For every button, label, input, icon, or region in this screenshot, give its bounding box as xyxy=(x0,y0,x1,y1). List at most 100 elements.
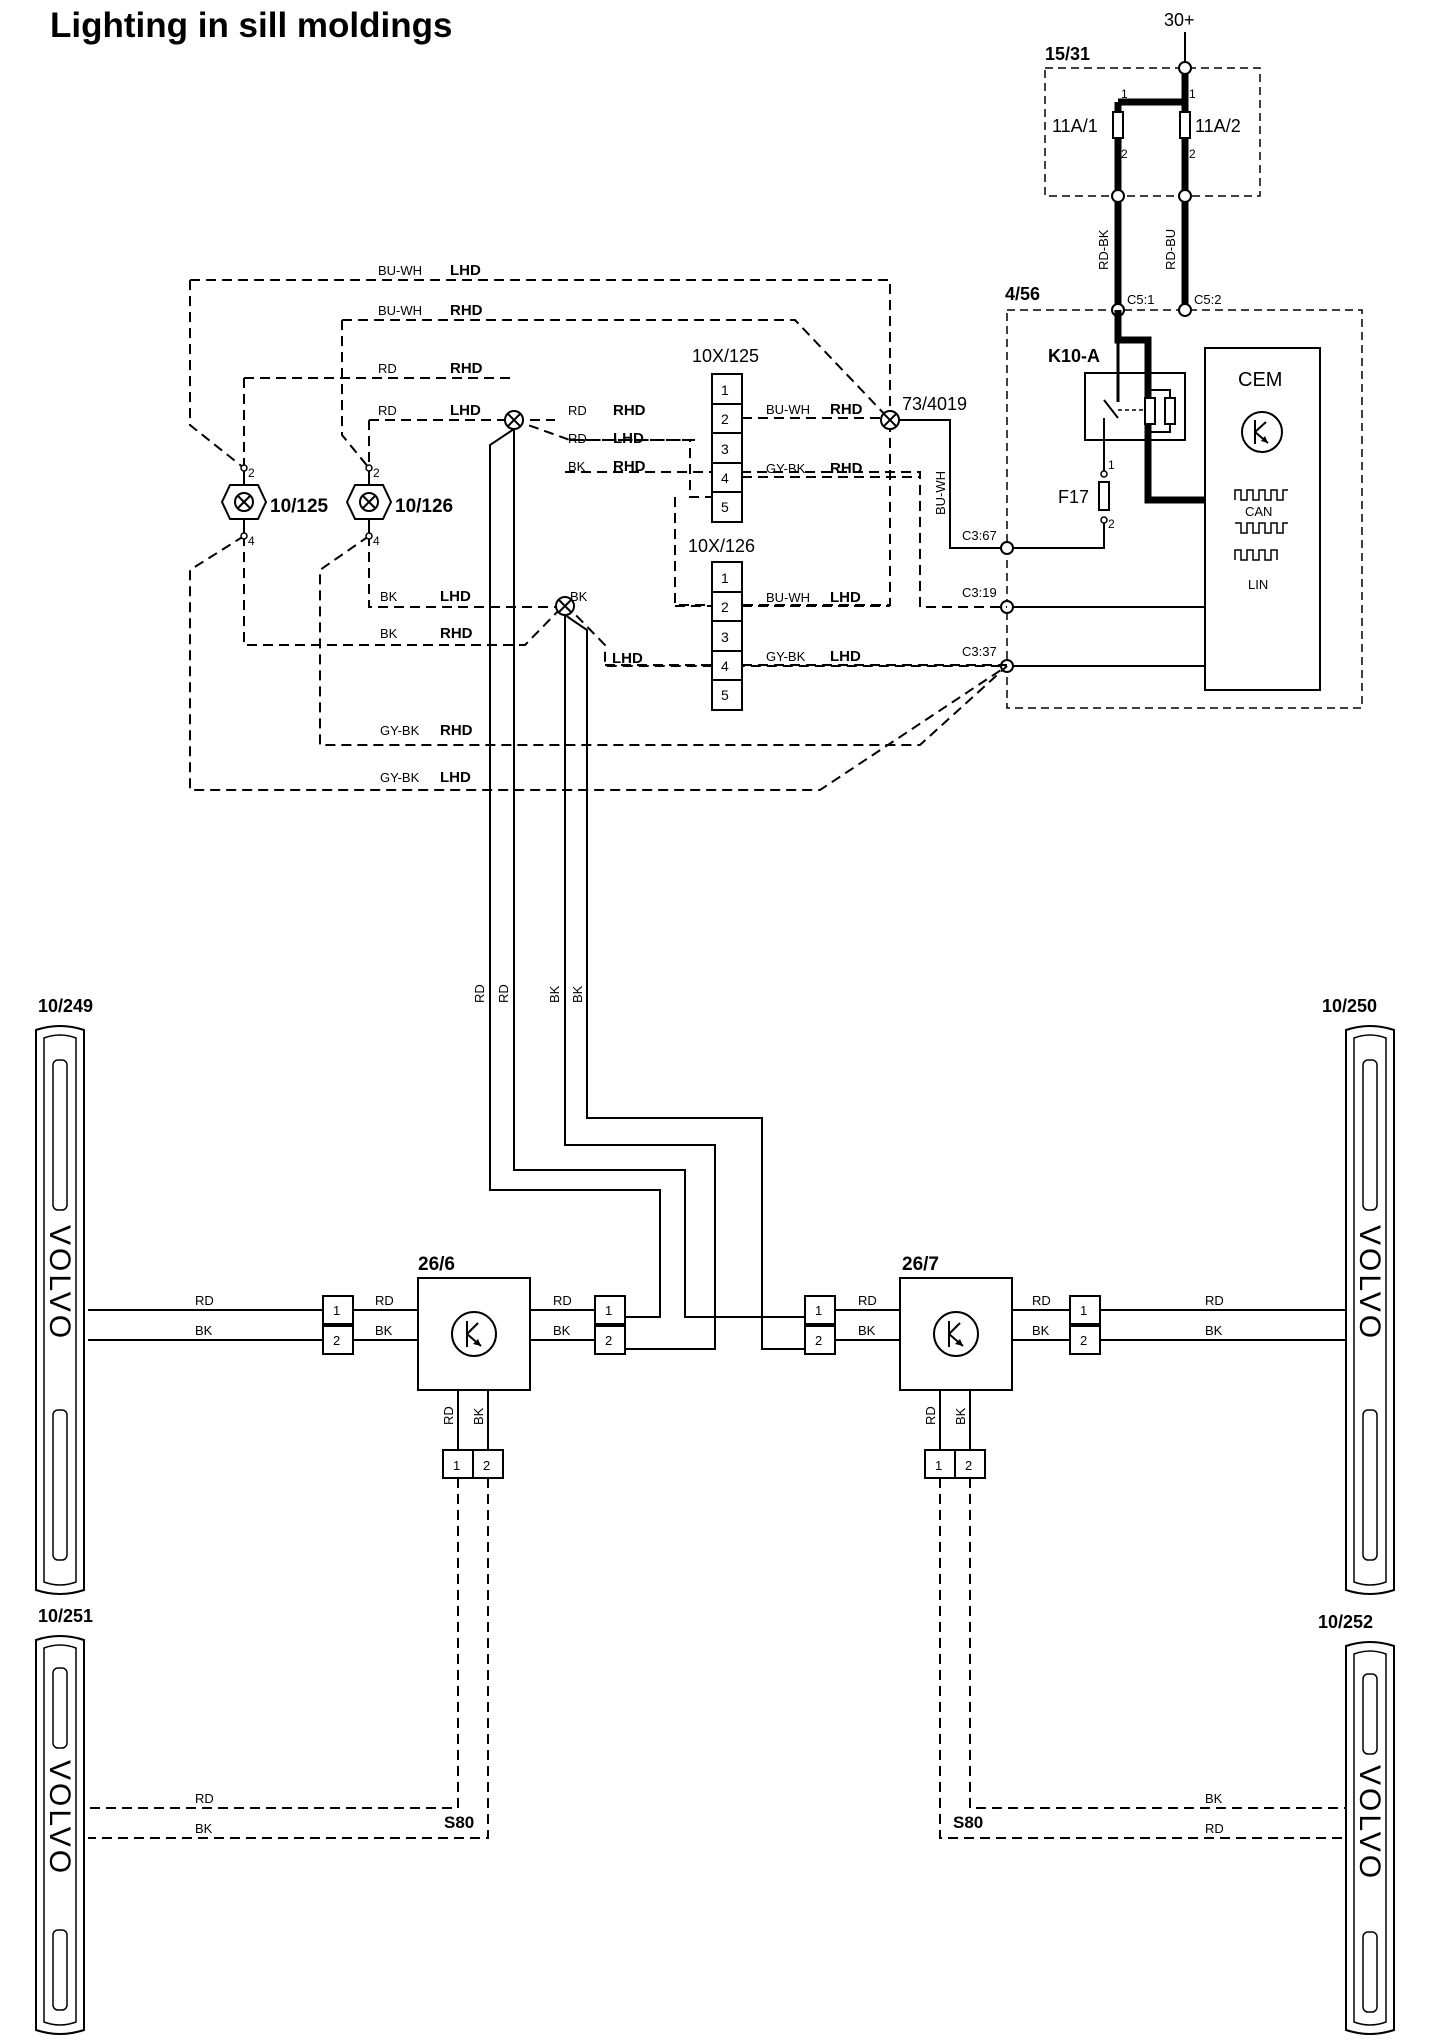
wire-label: GY-BK xyxy=(766,461,806,476)
pin-label: 1 xyxy=(1108,458,1115,472)
lamp-10-125: 10/125 2 4 xyxy=(220,464,329,548)
wire-label: RD xyxy=(378,403,397,418)
wire-label: RD xyxy=(568,431,587,446)
wire-label: BK xyxy=(1205,1791,1223,1806)
wire-label: RD xyxy=(195,1293,214,1308)
connector-id: 10X/125 xyxy=(692,346,759,366)
wire-label: BK xyxy=(858,1323,876,1338)
variant-label: RHD xyxy=(613,402,646,419)
variant-label: RHD xyxy=(450,360,483,377)
cem-unit xyxy=(1204,347,1321,691)
harness-labels: BU-WH LHD BU-WH RHD RD RHD RD LHD RD RHD… xyxy=(378,262,646,786)
control-unit-26-6: 26/6 RD BK RD BK RD BK xyxy=(353,1254,595,1450)
variant-label: RHD xyxy=(440,722,473,739)
lamp-id: 10/125 xyxy=(270,496,329,517)
splice-bk xyxy=(555,596,575,616)
relay-k10a xyxy=(1084,372,1186,441)
pin-label: 1 xyxy=(1080,1303,1087,1318)
pin-c319-label: C3:19 xyxy=(962,585,997,600)
wire-label: RD xyxy=(1205,1821,1224,1836)
pin-label: 1 xyxy=(605,1303,612,1318)
lin-label: LIN xyxy=(1248,577,1268,592)
pin-label: 2 xyxy=(1108,517,1115,531)
pin-label: 2 xyxy=(721,411,729,427)
wire-label: BK xyxy=(471,1407,486,1425)
pin-label: 2 xyxy=(333,1333,340,1348)
wire-label: BK xyxy=(1205,1323,1223,1338)
fuse-11a2 xyxy=(1179,111,1191,139)
variant-label: RHD xyxy=(613,458,646,475)
pin-label: 2 xyxy=(721,599,729,615)
sill-10-250: 10/250 VOLVO xyxy=(1322,996,1395,1595)
pin-label: 1 xyxy=(333,1303,340,1318)
wire-label: BK xyxy=(375,1323,393,1338)
pin-label: 5 xyxy=(721,687,729,703)
wire-rdbu: RD-BU xyxy=(1163,229,1178,270)
harness-variants xyxy=(189,279,1008,791)
wire-label: BK xyxy=(553,1323,571,1338)
sill-10-252: 10/252 VOLVO xyxy=(1318,1612,1395,2035)
wire-label: BU-WH xyxy=(378,263,422,278)
cem-module: 4/56 C5:1 C5:2 K10-A F17 1 2 CEM CAN xyxy=(962,284,1363,709)
wire-label: BK xyxy=(195,1323,213,1338)
wire-label: GY-BK xyxy=(766,649,806,664)
pin-label: 2 xyxy=(483,1458,490,1473)
wire-label: BU-WH xyxy=(378,303,422,318)
wire-label: BK xyxy=(380,589,398,604)
wire-label: RD xyxy=(568,403,587,418)
pin-label: 1 xyxy=(453,1458,460,1473)
splice-73-4019: 73/4019 BU-WH xyxy=(880,394,1001,549)
sill-brand: VOLVO xyxy=(43,1760,76,1876)
wire-label: BK xyxy=(570,589,588,604)
wire-label: RD xyxy=(858,1293,877,1308)
wire-label: RD xyxy=(1032,1293,1051,1308)
pin-label: 2 xyxy=(605,1333,612,1348)
sill-id: 10/251 xyxy=(38,1606,93,1626)
fusebox-id: 15/31 xyxy=(1045,44,1090,64)
wire-label: GY-BK xyxy=(380,770,420,785)
can-label: CAN xyxy=(1245,504,1272,519)
pin-label: 4 xyxy=(373,534,380,548)
pin-c337-label: C3:37 xyxy=(962,644,997,659)
variant-label: LHD xyxy=(613,430,644,447)
wire-label: BK xyxy=(1032,1323,1050,1338)
connector-id: 10X/126 xyxy=(688,536,755,556)
sill-id: 10/250 xyxy=(1322,996,1377,1016)
wire-label: RD xyxy=(496,984,511,1003)
wire-label: BU-WH xyxy=(766,590,810,605)
lamp-id: 10/126 xyxy=(395,496,453,517)
variant-label: RHD xyxy=(830,401,863,418)
wire-label: RD xyxy=(375,1293,394,1308)
pin-label: 1 xyxy=(815,1303,822,1318)
pin-label: 1 xyxy=(935,1458,942,1473)
fuse2-label: 11A/2 xyxy=(1195,116,1241,136)
variant-label: LHD xyxy=(830,589,861,606)
pin-label: 3 xyxy=(721,441,729,457)
pin-label: 2 xyxy=(815,1333,822,1348)
wire-label: BU-WH xyxy=(766,402,810,417)
variant-label: LHD xyxy=(450,262,481,279)
trunk-wires xyxy=(489,428,825,1350)
sill-10-249: 10/249 VOLVO xyxy=(35,996,93,1595)
sill-brand: VOLVO xyxy=(1353,1225,1386,1341)
connector-10x125: 10X/125 1 2 3 4 5 BU-WH RHD GY-BK RHD xyxy=(692,346,920,523)
sill-wires-upper xyxy=(88,1309,1345,1341)
fuse-f17 xyxy=(1098,481,1110,511)
fuse-f17-label: F17 xyxy=(1058,487,1089,507)
wire-label: BK xyxy=(195,1821,213,1836)
variant-s80-label: S80 xyxy=(953,1813,983,1832)
pin-label: 1 xyxy=(721,382,729,398)
wire-label: RD xyxy=(195,1791,214,1806)
sill-wires-s80 xyxy=(88,1478,1345,1839)
variant-label: LHD xyxy=(440,588,471,605)
pin-label: 2 xyxy=(1189,147,1196,161)
wire-label: BK xyxy=(570,985,585,1003)
cem-module-id: 4/56 xyxy=(1005,284,1040,304)
pin-label: 4 xyxy=(721,658,729,674)
fuse-11a1 xyxy=(1112,111,1124,139)
wire-label: RD xyxy=(553,1293,572,1308)
pin-label: 5 xyxy=(721,499,729,515)
variant-label: LHD xyxy=(830,648,861,665)
splice-rd xyxy=(504,410,524,430)
